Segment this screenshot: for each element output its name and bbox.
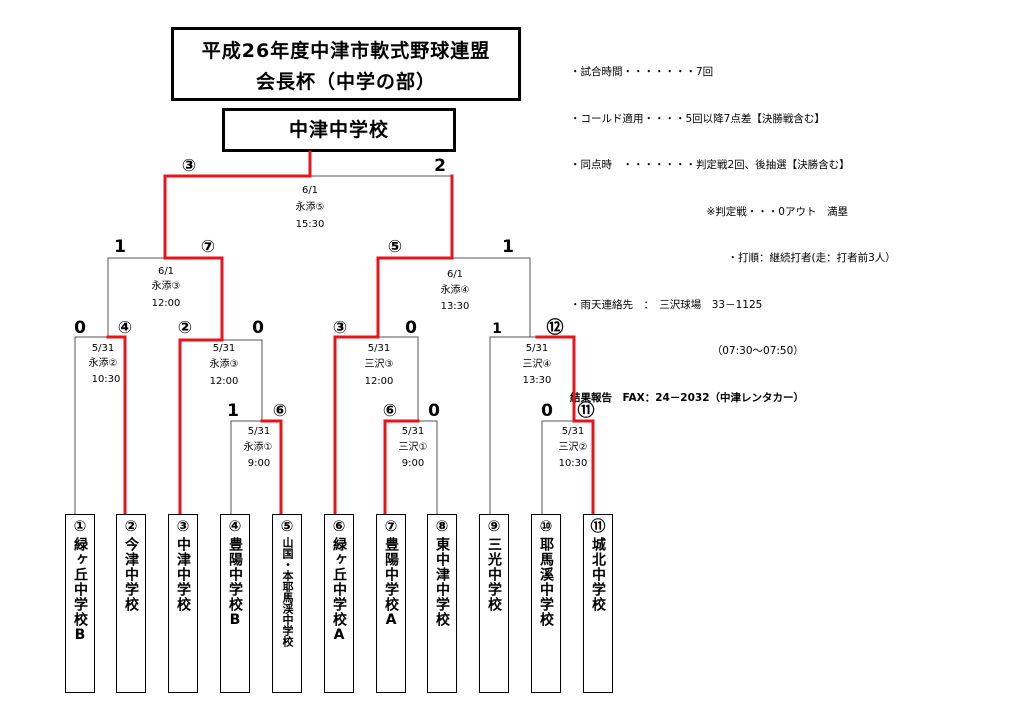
winning-lines [106,150,595,516]
match-time: 15:30 [296,219,325,230]
team-number: ⑪ [590,517,606,535]
team-number: ② [124,517,138,535]
team-box-4: ④ 豊陽中学校B [220,514,250,693]
score: 2 [434,156,446,176]
score: 0 [252,318,264,338]
match-venue: 永添④ [441,283,470,296]
match-date: 5/31 [562,426,584,437]
team-number: ⑨ [487,517,501,535]
tournament-subtitle: 会長杯（中学の部） [255,71,436,93]
team-name: 今津中学校 [123,537,139,612]
score: ⑥ [383,401,397,421]
team-number: ① [73,517,87,535]
team-number: ③ [176,517,190,535]
match-date: 5/31 [368,343,390,354]
match-time: 13:30 [441,301,470,312]
match-time: 12:00 [210,376,239,387]
match-date: 6/1 [158,266,174,277]
match-date: 5/31 [526,343,548,354]
team-box-1: ① 緑ヶ丘中学校B [65,514,95,693]
team-name: 耶馬溪中学校 [538,537,554,627]
match-time: 13:30 [523,375,552,386]
team-name: 緑ヶ丘中学校A [331,537,347,644]
match-venue: 永添② [89,356,118,369]
tournament-title: 平成26年度中津市軟式野球連盟 [201,40,491,62]
team-box-9: ⑨ 三光中学校 [479,514,509,693]
rules-notes: ・試合時間・・・・・・・7回 ・コールド適用・・・・5回以降7点差【決勝戦含む】… [570,34,896,422]
champion-box: 中津中学校 [222,108,456,152]
match-venue: 永添① [244,440,273,453]
rule-line: （07:30～07:50） [570,345,804,357]
rule-line: ※判定戦・・・0アウト 満塁 [570,205,848,218]
match-venue: 永添③ [210,357,239,370]
team-number: ⑧ [435,517,449,535]
team-name: 緑ヶ丘中学校B [72,537,88,644]
team-box-7: ⑦ 豊陽中学校A [376,514,406,693]
match-venue: 三沢② [559,440,588,453]
match-date: 5/31 [92,343,114,354]
score: ③ [182,156,196,176]
rule-line: ・雨天連絡先 ： 三沢球場 33－1125 [570,298,763,311]
match-venue: 永添⑤ [296,200,325,213]
score: ③ [333,318,347,338]
team-box-6: ⑥ 緑ヶ丘中学校A [324,514,354,693]
rule-line: ・試合時間・・・・・・・7回 [570,66,714,78]
team-name: 豊陽中学校A [383,537,399,629]
team-name: 中津中学校 [175,537,191,612]
team-box-5: ⑤ 山国・本耶馬渓中学校 [272,514,302,693]
match-venue: 永添③ [152,279,181,292]
match-date: 6/1 [302,185,318,196]
team-name: 城北中学校 [590,537,606,612]
match-time: 12:00 [365,376,394,387]
match-time: 10:30 [559,458,588,469]
match-venue: 三沢③ [365,357,394,370]
team-box-3: ③ 中津中学校 [168,514,198,693]
match-date: 5/31 [248,426,270,437]
score: ⑦ [201,237,215,257]
score: ② [178,318,192,338]
score: 0 [405,318,417,338]
score: ⑪ [578,400,595,421]
match-venue: 三沢④ [523,357,552,370]
score: 1 [227,401,239,421]
team-box-8: ⑧ 東中津中学校 [427,514,457,693]
team-name: 山国・本耶馬渓中学校 [281,537,294,647]
team-box-11: ⑪ 城北中学校 [583,514,613,693]
match-time: 9:00 [248,458,270,469]
team-number: ⑦ [384,517,398,535]
rule-line: ・同点時 ・・・・・・・判定戦2回、後抽選【決勝含む】 [570,159,850,171]
team-box-2: ② 今津中学校 [116,514,146,693]
match-time: 10:30 [92,374,121,385]
score: 0 [541,401,553,421]
team-name: 豊陽中学校B [227,537,243,629]
match-venue: 三沢① [399,440,428,453]
score: 0 [74,318,86,338]
score: ⑤ [388,237,402,257]
match-date: 6/1 [447,269,463,280]
team-name: 東中津中学校 [434,537,450,627]
team-number: ④ [228,517,242,535]
score: ⑫ [547,317,564,338]
rule-line: ・打順：継続打者(走：打者前3人） [570,252,896,264]
match-time: 9:00 [402,458,424,469]
score: ⑥ [273,401,287,421]
result-report-line: 結果報告 FAX：24－2032（中津レンタカー） [570,391,805,404]
match-date: 5/31 [402,426,424,437]
team-number: ⑩ [539,517,553,535]
team-box-10: ⑩ 耶馬溪中学校 [531,514,561,693]
tournament-title-box: 平成26年度中津市軟式野球連盟 会長杯（中学の部） [171,27,521,101]
match-time: 12:00 [152,298,181,309]
score: 1 [492,321,502,337]
score: ④ [118,318,132,338]
score: 1 [114,237,126,257]
score: 1 [502,237,514,257]
rule-line: ・コールド適用・・・・5回以降7点差【決勝戦含む】 [570,112,825,125]
team-number: ⑥ [332,517,346,535]
score: 0 [428,401,440,421]
team-name: 三光中学校 [486,537,502,612]
team-number: ⑤ [280,517,294,535]
match-date: 5/31 [213,343,235,354]
